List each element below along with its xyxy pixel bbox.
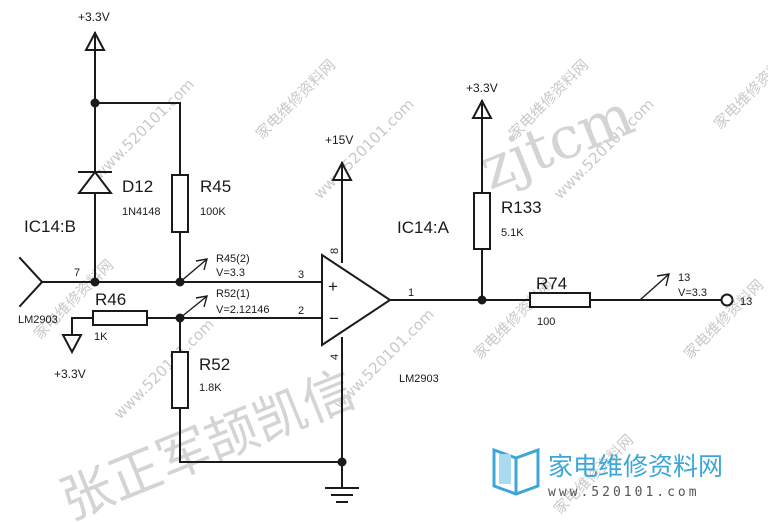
r46-ref-label: R46: [95, 290, 126, 309]
watermark-url: www.520101.com: [310, 95, 418, 203]
junction-dot: [90, 277, 100, 287]
junction-dot: [337, 457, 347, 467]
resistor-r133: [473, 192, 491, 250]
r52-ref-label: R52: [199, 355, 230, 374]
r52-value-label: 1.8K: [199, 382, 222, 394]
probe-output-13: [639, 273, 670, 301]
diode-d12: [76, 162, 114, 201]
resistor-r45: [171, 174, 189, 233]
junction-dot: [90, 98, 100, 108]
supply-symbol-right: [471, 98, 493, 119]
pin-7-label: 7: [74, 267, 80, 279]
ground-symbol: [325, 487, 359, 503]
ic14b-label: IC14:B: [24, 217, 76, 236]
supply-label-left: +3.3V: [78, 10, 110, 24]
supply-label-right: +3.3V: [466, 81, 498, 95]
resistor-r74: [529, 292, 591, 308]
probe-r52: [179, 295, 208, 319]
watermark-url: www.520101.com: [90, 75, 198, 183]
site-logo: 家电维修资料网 www.520101.com: [492, 447, 723, 500]
r74-value-label: 100: [537, 316, 555, 328]
lm2903-bottom-label: LM2903: [399, 373, 439, 385]
resistor-r52: [171, 351, 189, 409]
opamp-minus-sign: −: [329, 309, 339, 328]
terminal-13-label: 13: [740, 296, 752, 308]
pin-4-label: 4: [329, 354, 341, 360]
logo-text: 家电维修资料网: [548, 452, 723, 481]
supply-label-opamp: +15V: [325, 133, 353, 147]
d12-value-label: 1N4148: [122, 206, 161, 218]
r45-ref-label: R45: [200, 177, 231, 196]
pin-8-label: 8: [329, 248, 341, 254]
probe-r45-value: V=3.3: [216, 267, 245, 279]
pin-2-label: 2: [298, 305, 304, 317]
junction-dot: [477, 295, 487, 305]
ic14a-label: IC14:A: [397, 218, 450, 237]
opamp-ic14a: [321, 253, 392, 347]
r133-value-label: 5.1K: [501, 227, 524, 239]
d12-ref-label: D12: [122, 177, 153, 196]
r74-ref-label: R74: [536, 274, 567, 293]
supply-symbol-left: [84, 30, 106, 51]
probe-r45: [179, 258, 208, 283]
supply-symbol-opamp: [331, 160, 353, 181]
pin-1-label: 1: [408, 287, 414, 299]
supply-symbol-bottom: [61, 334, 83, 355]
supply-label-bottom: +3.3V: [54, 367, 86, 381]
probe-r52-value: V=2.12146: [216, 304, 270, 316]
output-terminal-13: [720, 293, 734, 307]
book-icon: [492, 447, 540, 496]
pin-3-label: 3: [298, 269, 304, 281]
probe-13-value: V=3.3: [678, 287, 707, 299]
logo-url: www.520101.com: [548, 485, 700, 500]
probe-r52-name: R52(1): [216, 288, 250, 300]
r133-ref-label: R133: [501, 198, 542, 217]
probe-r45-name: R45(2): [216, 253, 250, 265]
resistor-r46: [92, 310, 148, 326]
watermark-text: 家电维修资料网: [252, 56, 339, 143]
probe-13-name: 13: [678, 272, 690, 284]
r45-value-label: 100K: [200, 206, 226, 218]
opamp-plus-sign: +: [328, 277, 338, 296]
watermark-text: 家电维修资料网: [710, 46, 768, 133]
lm2903-left-label: LM2903: [18, 314, 58, 326]
r46-value-label: 1K: [94, 331, 108, 343]
